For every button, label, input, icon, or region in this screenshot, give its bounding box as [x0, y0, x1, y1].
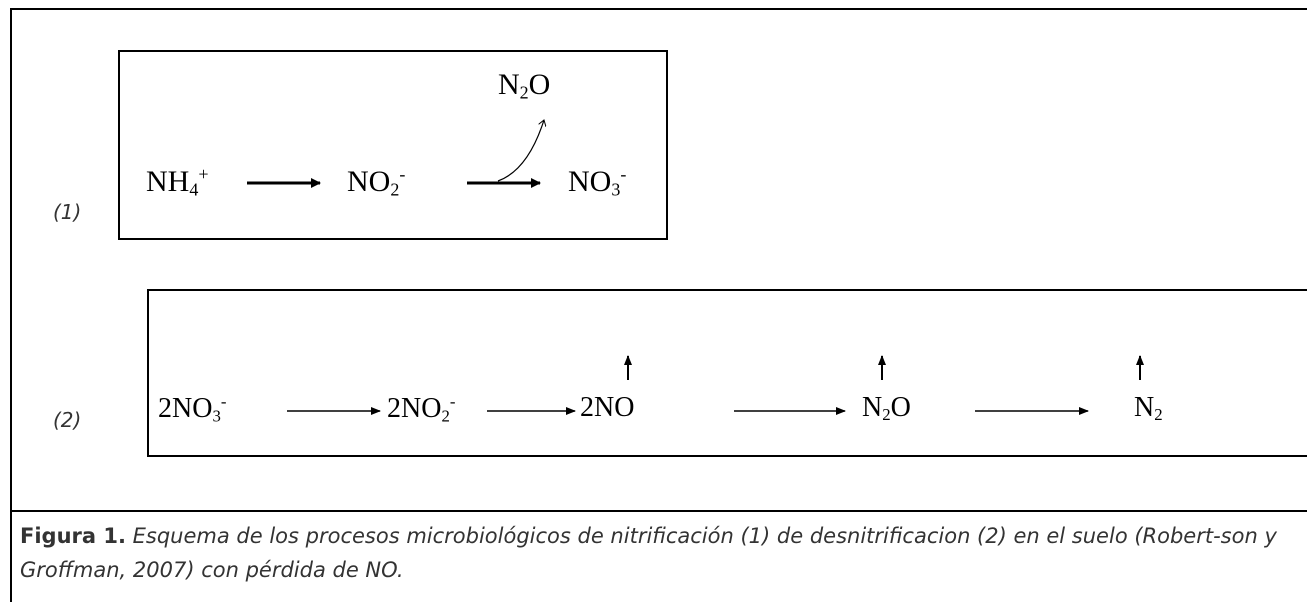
- denitrification-box: [147, 289, 1307, 457]
- p1-n2o: N2O: [498, 68, 551, 103]
- nitrification-box: [118, 50, 668, 240]
- p1-nh4: NH4+: [146, 164, 209, 200]
- p1-no3: NO3-: [568, 164, 627, 200]
- process-1-label: (1): [53, 200, 82, 224]
- p2-no2: 2NO2-: [387, 392, 456, 426]
- p2-no3: 2NO3-: [158, 392, 227, 426]
- figure-caption: Figura 1. Esquema de los procesos microb…: [20, 519, 1300, 587]
- caption-divider: [10, 510, 1307, 512]
- arrow-to-n2o: [497, 120, 544, 182]
- p2-n2: N2: [1134, 392, 1163, 425]
- p1-no2: NO2-: [347, 164, 406, 200]
- process-2-label: (2): [53, 408, 82, 432]
- caption-text: Esquema de los procesos microbiológicos …: [20, 524, 1277, 582]
- p2-n2o: N2O: [862, 392, 911, 425]
- figure-frame: [10, 8, 1307, 602]
- p2-no: 2NO: [580, 392, 635, 423]
- caption-title: Figura 1.: [20, 524, 126, 548]
